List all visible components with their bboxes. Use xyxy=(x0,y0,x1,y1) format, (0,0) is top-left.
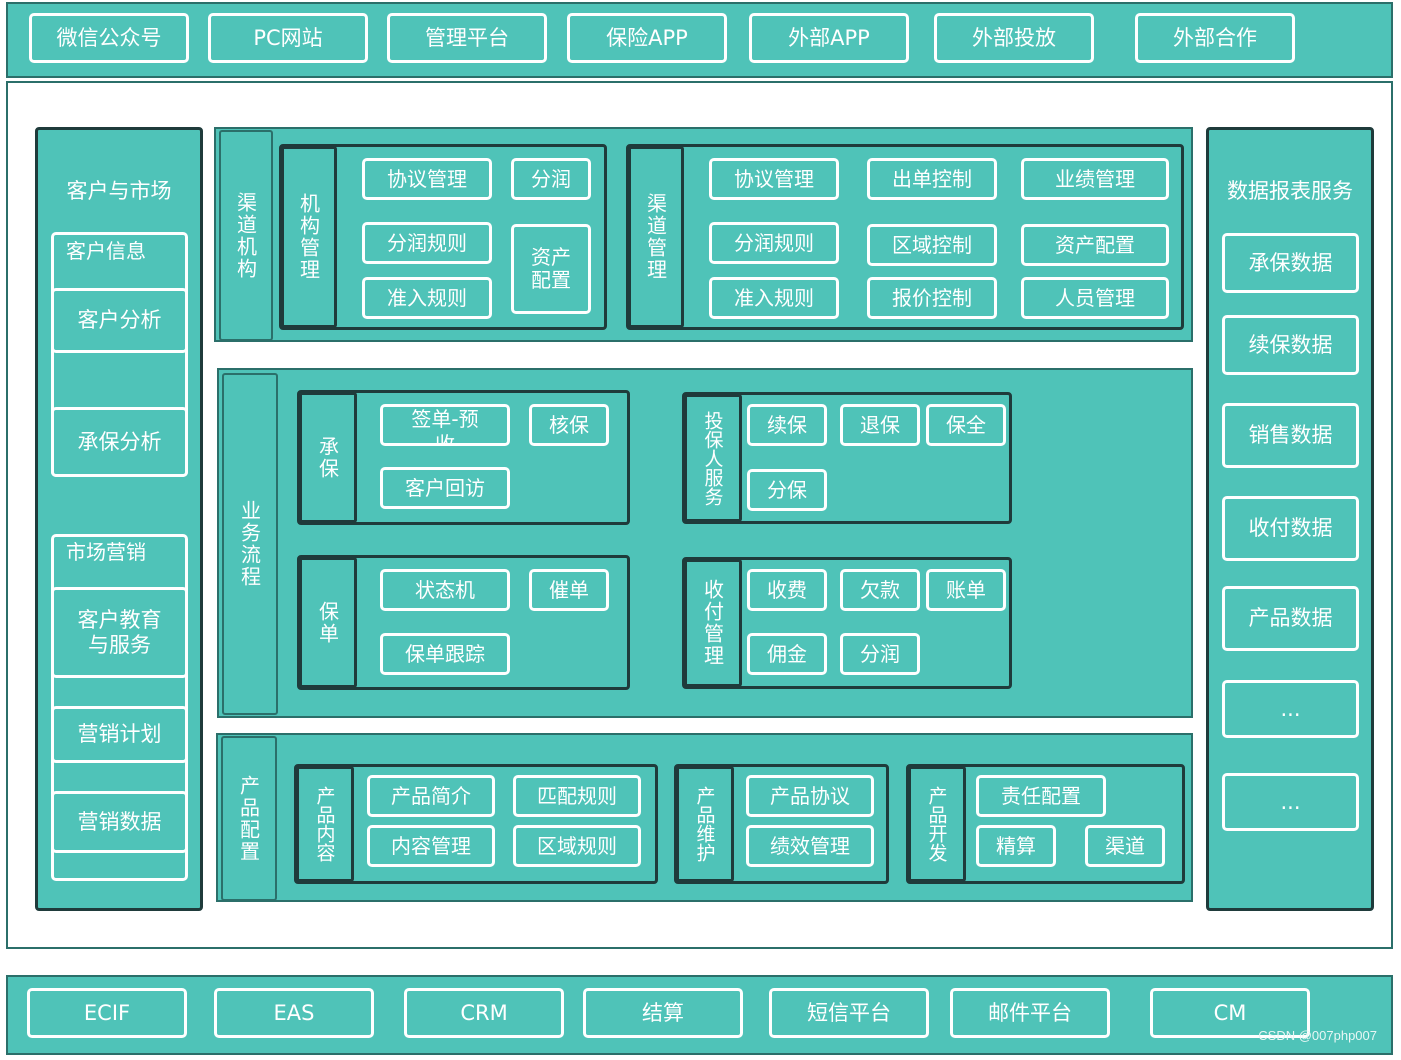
product-development-label: 产品开发 xyxy=(908,766,966,882)
product-channel-button[interactable]: 渠道 xyxy=(1085,825,1165,867)
product-intro-button[interactable]: 产品简介 xyxy=(367,775,495,817)
channel-management-group: 渠道管理 协议管理 出单控制 业绩管理 分润规则 区域控制 资产配置 准入规则 … xyxy=(626,144,1184,330)
channel-external-partner-button[interactable]: 外部合作 xyxy=(1135,13,1295,63)
sign-prereceive-button[interactable]: 签单-预 收 xyxy=(380,404,510,446)
channel-panel-label: 渠道机构 xyxy=(219,130,273,341)
renewal-button[interactable]: 续保 xyxy=(747,404,827,446)
customer-revisit-button[interactable]: 客户回访 xyxy=(380,467,510,509)
system-sms-button[interactable]: 短信平台 xyxy=(769,988,929,1038)
state-machine-button[interactable]: 状态机 xyxy=(380,569,510,611)
renewal-data-button[interactable]: 续保数据 xyxy=(1222,315,1359,375)
reminder-button[interactable]: 催单 xyxy=(529,569,609,611)
channel-asset-config-button[interactable]: 资产配置 xyxy=(1021,224,1169,266)
product-maintenance-group: 产品维护 产品协议 绩效管理 xyxy=(674,764,889,884)
business-panel-label: 业务流程 xyxy=(222,373,278,715)
org-profit-rules-button[interactable]: 分润规则 xyxy=(362,222,492,264)
channel-access-rules-button[interactable]: 准入规则 xyxy=(709,277,839,319)
policy-group: 保单 状态机 催单 保单跟踪 xyxy=(297,555,630,690)
watermark: CSDN @007php007 xyxy=(1258,1028,1377,1043)
product-panel: 产品配置 产品内容 产品简介 匹配规则 内容管理 区域规则 产品维护 产品协议 … xyxy=(216,733,1193,902)
arrears-button[interactable]: 欠款 xyxy=(840,569,920,611)
channel-external-ads-button[interactable]: 外部投放 xyxy=(934,13,1094,63)
channel-admin-platform-button[interactable]: 管理平台 xyxy=(387,13,547,63)
system-cm-button[interactable]: CM xyxy=(1150,988,1310,1038)
org-management-label: 机构管理 xyxy=(281,146,337,328)
payment-profit-share-button[interactable]: 分润 xyxy=(840,633,920,675)
org-management-group: 机构管理 协议管理 分润 分润规则 资产 配置 准入规则 xyxy=(279,144,607,330)
content-management-button[interactable]: 内容管理 xyxy=(367,825,495,867)
channel-agreement-button[interactable]: 协议管理 xyxy=(709,158,839,200)
channel-panel: 渠道机构 机构管理 协议管理 分润 分润规则 资产 配置 准入规则 渠道管理 协… xyxy=(214,127,1193,342)
channel-issue-control-button[interactable]: 出单控制 xyxy=(867,158,997,200)
more-data-button-1[interactable]: ... xyxy=(1222,680,1359,738)
top-channel-band: 微信公众号 PC网站 管理平台 保险APP 外部APP 外部投放 外部合作 xyxy=(6,2,1393,78)
customer-education-button[interactable]: 客户教育 与服务 xyxy=(51,587,188,678)
payment-management-label: 收付管理 xyxy=(684,559,742,687)
policyholder-service-group: 投保人服务 续保 退保 保全 分保 xyxy=(682,392,1012,524)
performance-management-button[interactable]: 绩效管理 xyxy=(746,825,874,867)
business-panel: 业务流程 承保 签单-预 收 核保 客户回访 保单 状态机 催单 保单跟踪 投保… xyxy=(217,368,1193,718)
bottom-systems-band: ECIF EAS CRM 结算 短信平台 邮件平台 CM CSDN @007ph… xyxy=(6,975,1393,1055)
charge-button[interactable]: 收费 xyxy=(747,569,827,611)
underwriting-label: 承保 xyxy=(299,392,357,523)
payment-management-group: 收付管理 收费 欠款 账单 佣金 分润 xyxy=(682,557,1012,689)
preservation-button[interactable]: 保全 xyxy=(926,404,1006,446)
org-access-rules-button[interactable]: 准入规则 xyxy=(362,277,492,319)
channel-performance-button[interactable]: 业绩管理 xyxy=(1021,158,1169,200)
payment-data-button[interactable]: 收付数据 xyxy=(1222,496,1359,561)
reinsurance-button[interactable]: 分保 xyxy=(747,469,827,511)
underwriting-group: 承保 签单-预 收 核保 客户回访 xyxy=(297,390,630,525)
system-email-button[interactable]: 邮件平台 xyxy=(950,988,1110,1038)
verify-underwriting-button[interactable]: 核保 xyxy=(529,404,609,446)
bill-button[interactable]: 账单 xyxy=(926,569,1006,611)
channel-pc-website-button[interactable]: PC网站 xyxy=(208,13,368,63)
customer-market-panel: 客户与市场 客户信息 客户分析 承保分析 市场营销 客户教育 与服务 营销计划 … xyxy=(35,127,203,911)
org-agreement-button[interactable]: 协议管理 xyxy=(362,158,492,200)
product-maintenance-label: 产品维护 xyxy=(676,766,734,882)
underwriting-analysis-button[interactable]: 承保分析 xyxy=(51,407,188,477)
product-panel-label: 产品配置 xyxy=(221,736,277,901)
matching-rules-button[interactable]: 匹配规则 xyxy=(513,775,641,817)
region-rules-button[interactable]: 区域规则 xyxy=(513,825,641,867)
system-crm-button[interactable]: CRM xyxy=(404,988,564,1038)
customer-info-head: 客户信息 xyxy=(66,239,146,263)
customer-market-title: 客户与市场 xyxy=(66,179,172,203)
org-profit-share-button[interactable]: 分润 xyxy=(511,158,591,200)
data-report-panel: 数据报表服务 承保数据 续保数据 销售数据 收付数据 产品数据 ... ... xyxy=(1206,127,1374,911)
customer-analysis-button[interactable]: 客户分析 xyxy=(51,288,188,353)
policy-label: 保单 xyxy=(299,557,357,688)
product-development-group: 产品开发 责任配置 精算 渠道 xyxy=(906,764,1185,884)
system-ecif-button[interactable]: ECIF xyxy=(27,988,187,1038)
channel-wechat-button[interactable]: 微信公众号 xyxy=(29,13,189,63)
product-content-label: 产品内容 xyxy=(296,766,354,882)
channel-profit-rules-button[interactable]: 分润规则 xyxy=(709,222,839,264)
data-report-title: 数据报表服务 xyxy=(1227,179,1353,203)
system-eas-button[interactable]: EAS xyxy=(214,988,374,1038)
marketing-plan-button[interactable]: 营销计划 xyxy=(51,706,188,763)
actuarial-button[interactable]: 精算 xyxy=(976,825,1056,867)
channel-region-control-button[interactable]: 区域控制 xyxy=(867,224,997,266)
product-data-button[interactable]: 产品数据 xyxy=(1222,586,1359,651)
org-asset-config-button[interactable]: 资产 配置 xyxy=(511,224,591,314)
channel-external-app-button[interactable]: 外部APP xyxy=(749,13,909,63)
channel-insurance-app-button[interactable]: 保险APP xyxy=(567,13,727,63)
underwriting-data-button[interactable]: 承保数据 xyxy=(1222,233,1359,293)
more-data-button-2[interactable]: ... xyxy=(1222,773,1359,831)
sales-data-button[interactable]: 销售数据 xyxy=(1222,403,1359,468)
product-content-group: 产品内容 产品简介 匹配规则 内容管理 区域规则 xyxy=(294,764,658,884)
channel-management-label: 渠道管理 xyxy=(628,146,684,328)
liability-config-button[interactable]: 责任配置 xyxy=(976,775,1106,817)
system-settlement-button[interactable]: 结算 xyxy=(583,988,743,1038)
marketing-head: 市场营销 xyxy=(66,540,146,564)
channel-quote-control-button[interactable]: 报价控制 xyxy=(867,277,997,319)
surrender-button[interactable]: 退保 xyxy=(840,404,920,446)
policyholder-service-label: 投保人服务 xyxy=(684,394,742,522)
policy-tracking-button[interactable]: 保单跟踪 xyxy=(380,633,510,675)
channel-staff-button[interactable]: 人员管理 xyxy=(1021,277,1169,319)
product-agreement-button[interactable]: 产品协议 xyxy=(746,775,874,817)
marketing-data-button[interactable]: 营销数据 xyxy=(51,791,188,853)
commission-button[interactable]: 佣金 xyxy=(747,633,827,675)
